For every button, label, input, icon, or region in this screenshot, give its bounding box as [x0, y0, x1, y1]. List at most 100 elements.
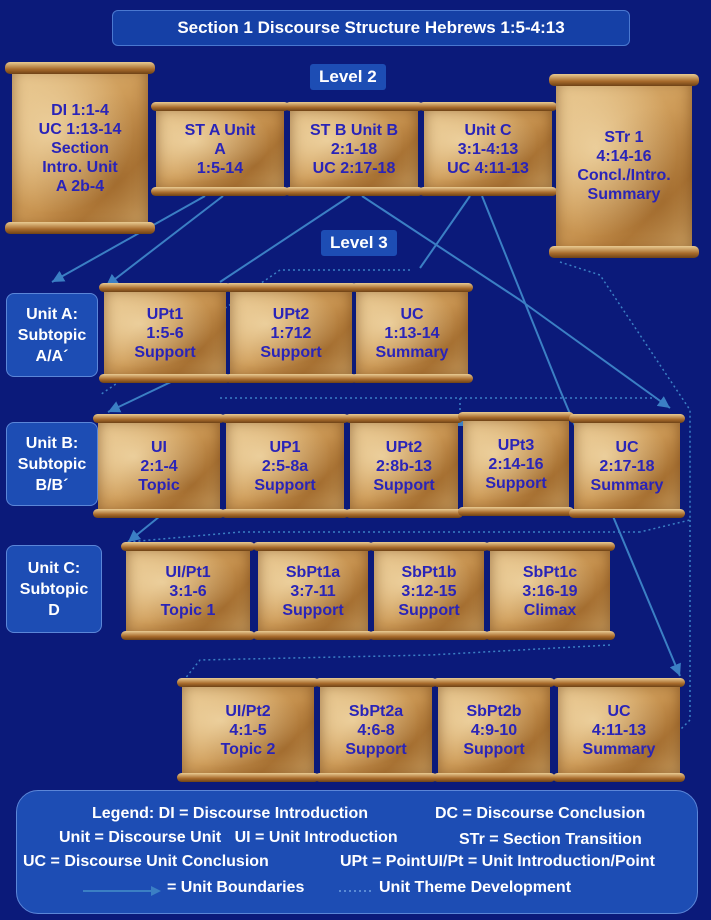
legend-unit: Unit = Discourse Unit [59, 829, 222, 846]
scroll-line: 3:7-11 [290, 582, 336, 600]
unit-label-line: Unit B: [25, 434, 79, 452]
scroll-unit-c-subpoint-2b: SbPt2b 4:9-10 Support [433, 678, 555, 782]
scroll-line: SbPt1c [522, 563, 578, 581]
scroll-line: UC [400, 305, 424, 323]
legend-uc: UC = Discourse Unit Conclusion [23, 853, 269, 870]
scroll-line: 4:1-5 [229, 721, 267, 739]
scroll-line: 4:14-16 [596, 148, 652, 165]
legend-uipt: UI/Pt = Unit Introduction/Point [427, 853, 655, 870]
scroll-line: Support [373, 476, 435, 494]
scroll-discourse-introduction: DI 1:1-4 UC 1:13-14 Section Intro. Unit … [5, 62, 155, 234]
scroll-line: Section [51, 139, 109, 157]
legend-theme: Unit Theme Development [379, 879, 572, 896]
scroll-line: UPt2 [385, 438, 423, 456]
scroll-unit-c-subpoint-1a: SbPt1a 3:7-11 Support [253, 542, 373, 640]
scroll-line: 1:13-14 [384, 324, 440, 342]
scroll-line: 1:712 [270, 324, 312, 342]
scroll-line: UI [151, 438, 167, 456]
scroll-unit-b-introduction: UI 2:1-4 Topic [93, 414, 225, 518]
scroll-line: 2:1-18 [330, 140, 378, 158]
scroll-line: 2:14-16 [488, 455, 544, 473]
scroll-line: 2:5-8a [261, 457, 309, 475]
scroll-line: ST A Unit [184, 121, 256, 139]
scroll-line: Summary [375, 343, 449, 361]
scroll-line: Summary [587, 186, 661, 203]
scroll-line: UI/Pt2 [225, 702, 271, 720]
boundary-arrow [519, 299, 671, 409]
unit-label-line: Unit C: [27, 559, 81, 577]
scroll-unit-a-conclusion: UC 1:13-14 Summary [351, 283, 473, 383]
scroll-line: Unit C [464, 121, 512, 139]
scroll-line: Support [134, 343, 196, 361]
scroll-line: DI 1:1-4 [51, 101, 109, 119]
scroll-line: SbPt2a [348, 702, 404, 720]
scroll-line: 4:9-10 [470, 721, 518, 739]
scroll-line: 3:1-4:13 [457, 140, 519, 158]
scroll-line: UPt2 [272, 305, 310, 323]
scroll-line: 3:1-6 [169, 582, 207, 600]
legend-boundaries: = Unit Boundaries [167, 879, 305, 896]
boundary-arrow [481, 195, 561, 391]
unit-label-line: Subtopic [19, 580, 89, 598]
scroll-line: UC 1:13-14 [38, 120, 122, 138]
legend-dc: DC = Discourse Conclusion [435, 805, 646, 822]
scroll-unit-c-point-2: UI/Pt2 4:1-5 Topic 2 [177, 678, 319, 782]
unit-a-label: Unit A: Subtopic A/A´ [6, 293, 98, 377]
scroll-line: UC [607, 702, 631, 720]
unit-label-line: Unit A: [26, 305, 78, 323]
scroll-line: 3:12-15 [401, 582, 457, 600]
diagram-title: Section 1 Discourse Structure Hebrews 1:… [112, 10, 630, 46]
scroll-line: 3:16-19 [522, 582, 578, 600]
scroll-line: Summary [582, 740, 656, 758]
scroll-unit-c-subpoint-2a: SbPt2a 4:6-8 Support [315, 678, 437, 782]
scroll-line: 4:6-8 [357, 721, 395, 739]
legend-heading: Legend: [92, 805, 155, 822]
scroll-unit-b-point-1: UP1 2:5-8a Support [221, 414, 349, 518]
scroll-line: Climax [523, 601, 577, 619]
scroll-unit-c: Unit C 3:1-4:13 UC 4:11-13 [419, 102, 557, 196]
scroll-line: SbPt1a [285, 563, 341, 581]
level-3-label: Level 3 [321, 230, 397, 256]
scroll-line: UC 4:11-13 [447, 159, 529, 177]
scroll-line: A 2b-4 [55, 177, 105, 195]
legend-dotted-line-icon [339, 890, 371, 892]
scroll-line: Support [463, 740, 525, 758]
scroll-section-transition: STr 1 4:14-16 Concl./Intro. Summary [549, 74, 699, 258]
legend-str: STr = Section Transition [459, 831, 642, 848]
scroll-line: SbPt2b [466, 702, 522, 720]
boundary-arrow [107, 379, 176, 413]
unit-label-line: D [48, 601, 60, 619]
scroll-line: UI/Pt1 [165, 563, 211, 581]
scroll-st-a: ST A Unit A 1:5-14 [151, 102, 289, 196]
scroll-unit-c-point-1: UI/Pt1 3:1-6 Topic 1 [121, 542, 255, 640]
scroll-line: SbPt1b [401, 563, 457, 581]
scroll-line: Support [398, 601, 460, 619]
legend-ui: UI = Unit Introduction [234, 829, 398, 846]
legend-upt: UPt = Point [340, 853, 426, 870]
scroll-line: Intro. Unit [42, 158, 118, 176]
scroll-line: UP1 [269, 438, 301, 456]
scroll-line: 2:17-18 [599, 457, 655, 475]
scroll-st-b: ST B Unit B 2:1-18 UC 2:17-18 [285, 102, 423, 196]
level-2-label: Level 2 [310, 64, 386, 90]
scroll-line: A [214, 140, 226, 158]
theme-line [679, 520, 691, 731]
theme-line [127, 531, 640, 543]
scroll-line: Support [260, 343, 322, 361]
scroll-line: UC 2:17-18 [312, 159, 396, 177]
scroll-line: UC [615, 438, 639, 456]
legend-panel: Legend: DI = Discourse Introduction DC =… [16, 790, 698, 914]
scroll-unit-b-point-2: UPt2 2:8b-13 Support [345, 414, 463, 518]
unit-c-label: Unit C: Subtopic D [6, 545, 102, 633]
scroll-line: 4:11-13 [591, 721, 647, 739]
scroll-unit-c-subpoint-1b: SbPt1b 3:12-15 Support [369, 542, 489, 640]
scroll-line: 1:5-6 [146, 324, 184, 342]
unit-label-line: Subtopic [17, 326, 87, 344]
legend-solid-arrow-icon [83, 886, 161, 896]
scroll-unit-a-point-1: UPt1 1:5-6 Support [99, 283, 231, 383]
scroll-line: Support [254, 476, 316, 494]
scroll-line: UPt1 [146, 305, 184, 323]
scroll-unit-c-conclusion: UC 4:11-13 Summary [553, 678, 685, 782]
scroll-line: Topic 2 [220, 740, 276, 758]
scroll-line: Topic [138, 476, 180, 494]
